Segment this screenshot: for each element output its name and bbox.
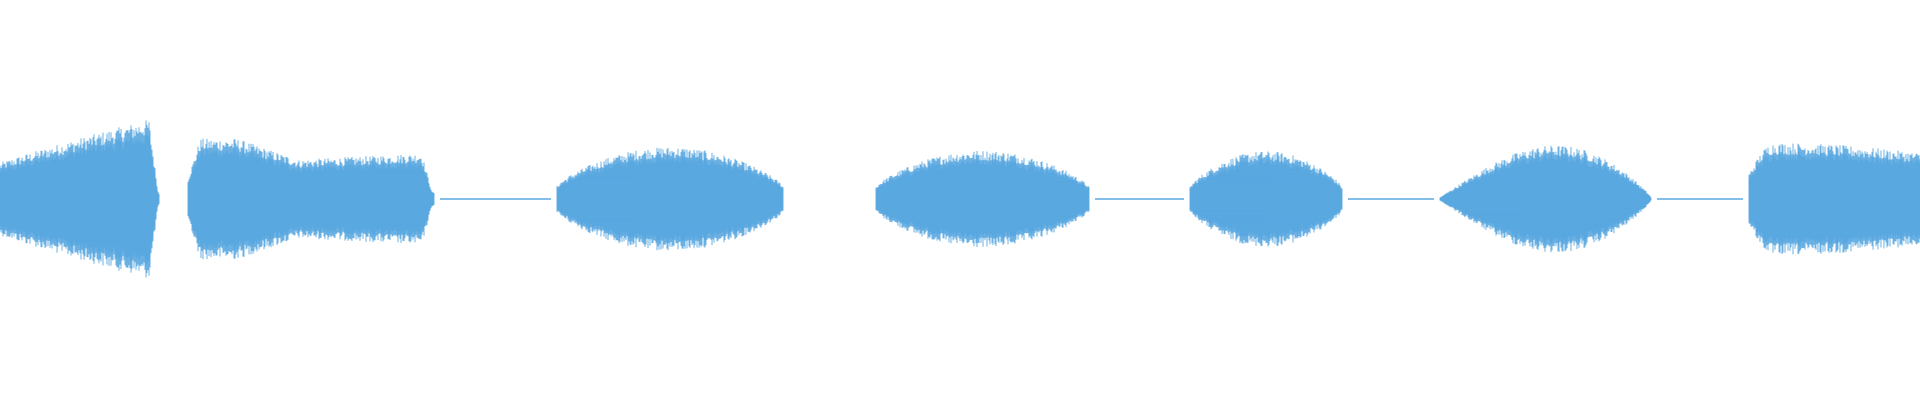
waveform-burst-spikes xyxy=(1189,151,1343,247)
waveform-burst-spikes xyxy=(1748,143,1920,255)
waveform-burst-spikes xyxy=(0,120,160,278)
waveform-burst-spikes xyxy=(1439,145,1652,253)
waveform-burst xyxy=(187,138,435,260)
waveform-burst xyxy=(0,120,160,278)
waveform-burst-spikes xyxy=(556,147,784,251)
waveform-burst-spikes xyxy=(875,151,1090,247)
waveform-burst xyxy=(1189,151,1343,247)
waveform-burst xyxy=(556,147,784,251)
waveform-burst xyxy=(875,151,1090,247)
waveform-burst-spikes xyxy=(187,138,435,260)
waveform-burst xyxy=(1439,145,1652,253)
waveform-burst xyxy=(1748,143,1920,255)
